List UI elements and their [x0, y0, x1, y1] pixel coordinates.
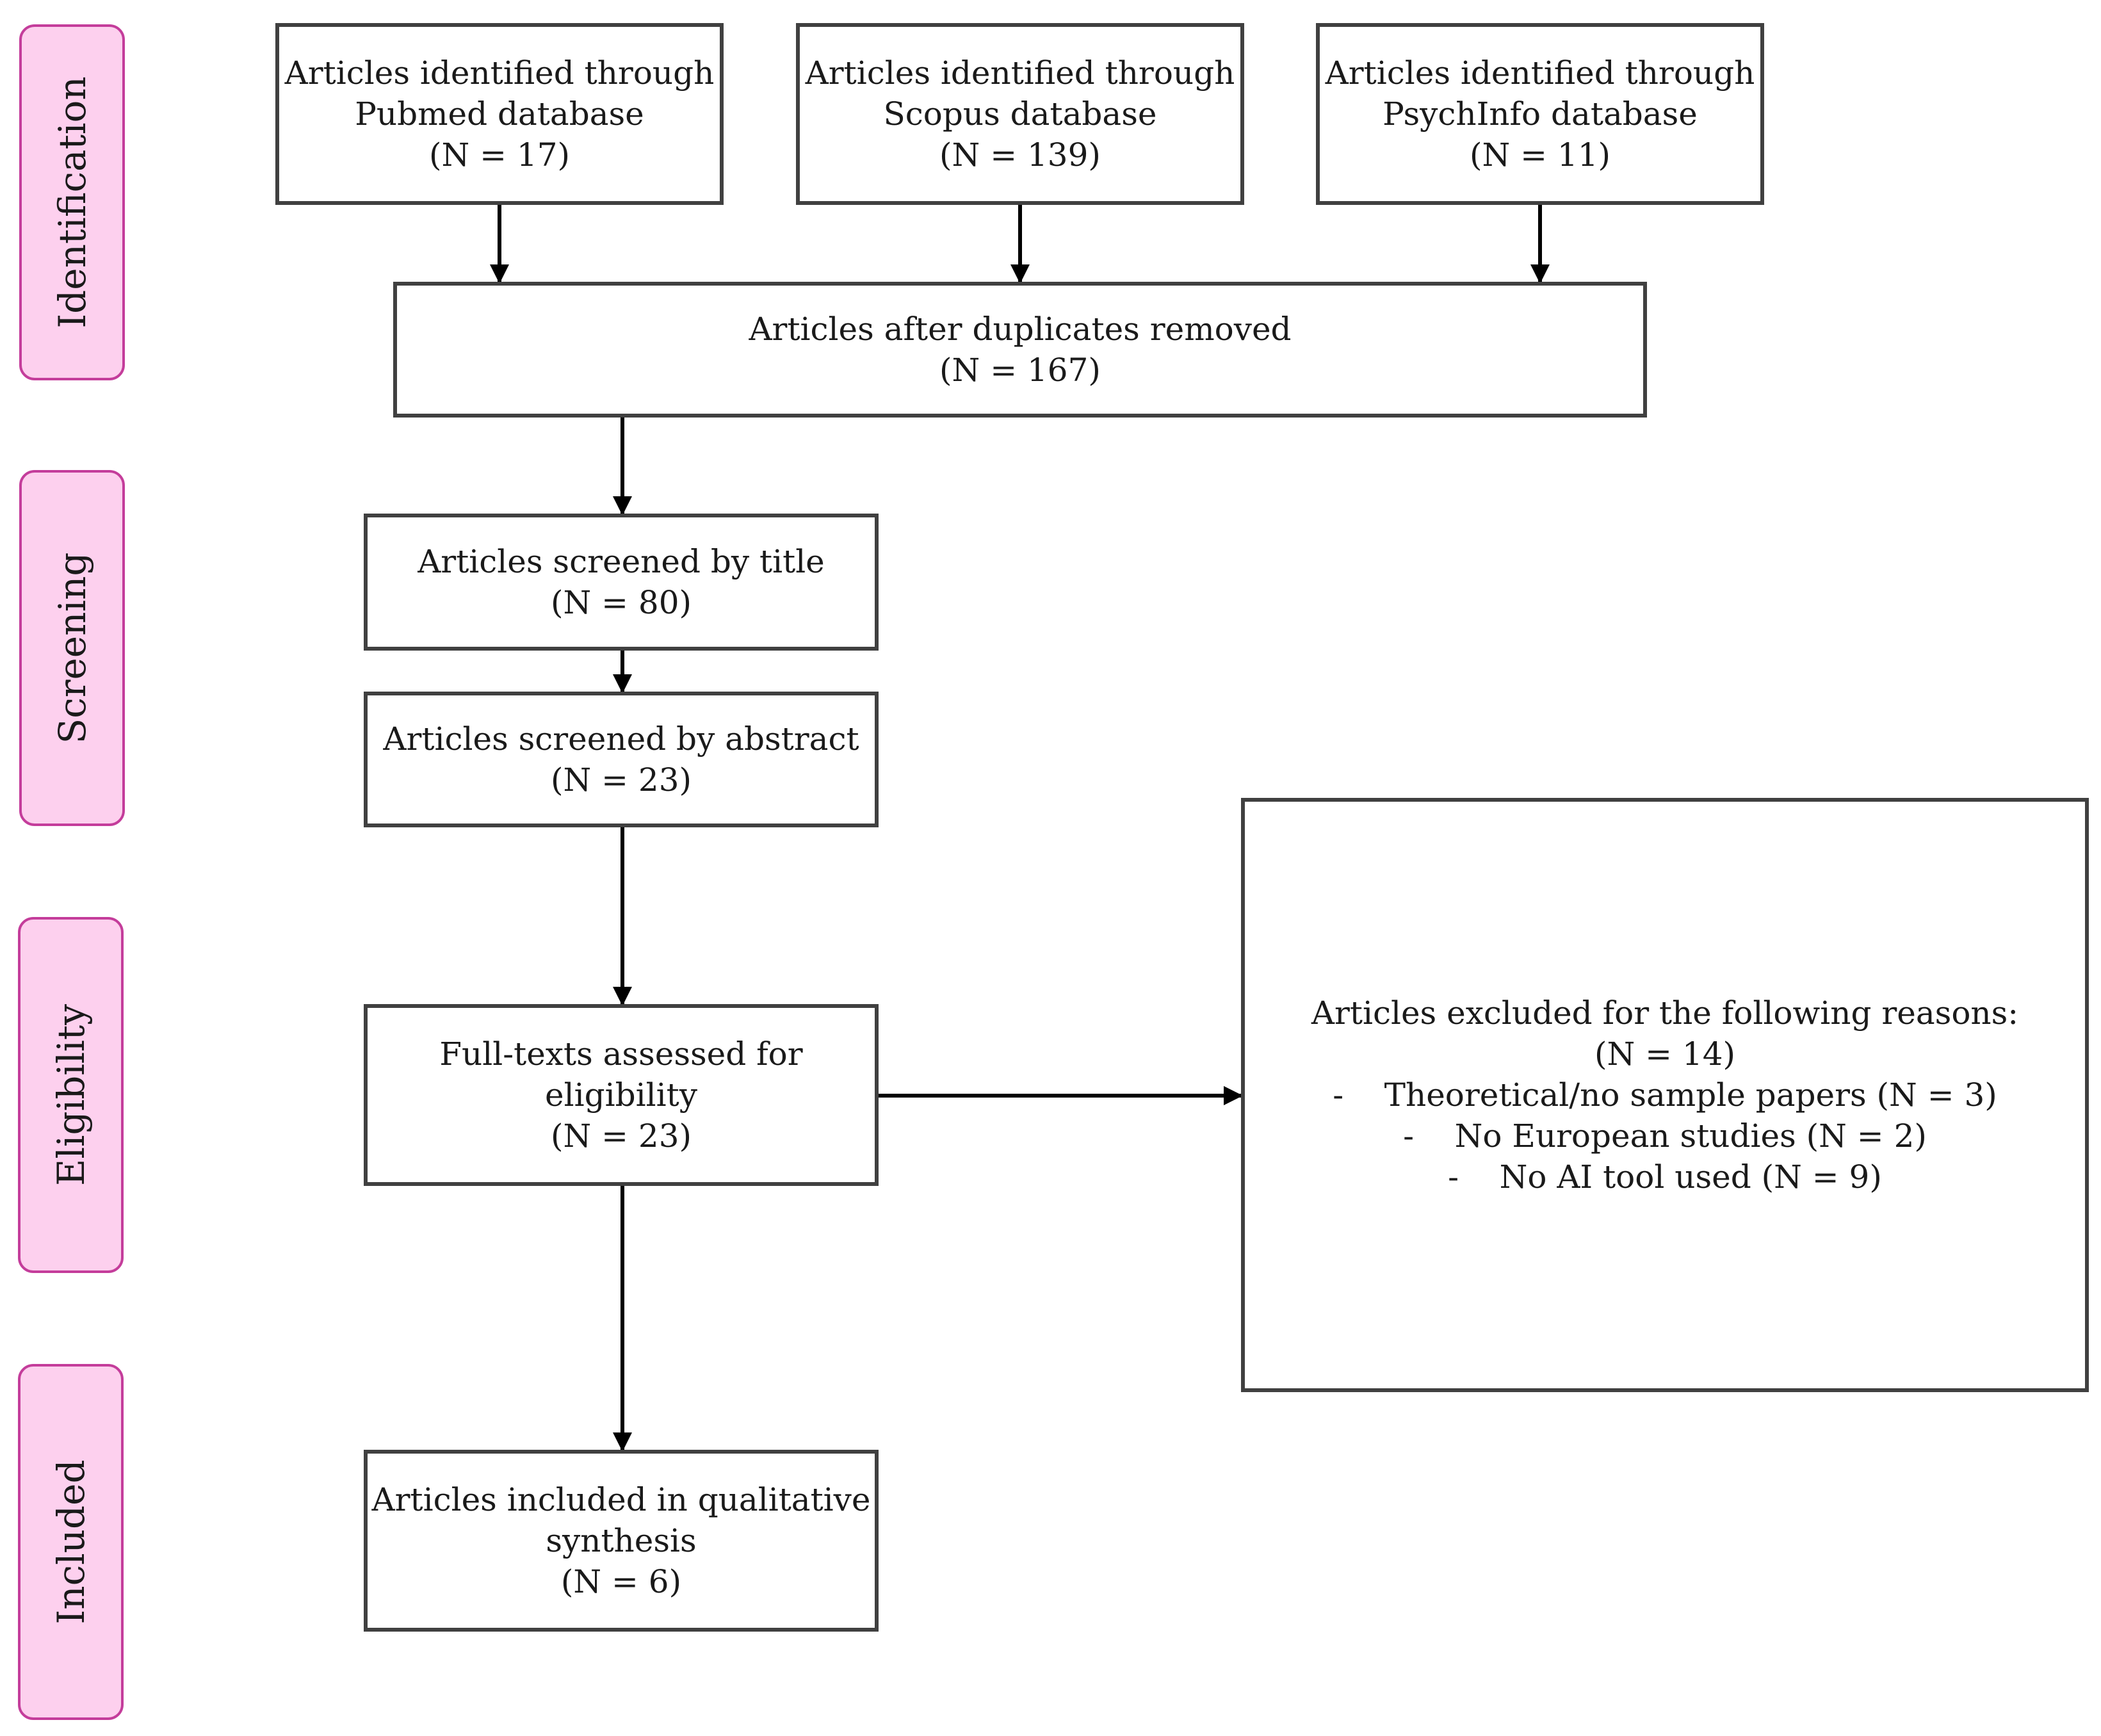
scopus-line-1: Articles identified through	[805, 54, 1235, 92]
duplicates-line-1: Articles after duplicates removed	[749, 311, 1292, 348]
pubmed-count: (N = 17)	[428, 136, 571, 174]
scopus-box: Articles identified through Scopus datab…	[796, 23, 1244, 205]
excluded-count: (N = 14)	[1594, 1035, 1736, 1073]
abstract-line-1: Articles screened by abstract	[383, 720, 859, 758]
excluded-reason-no-ai-tool: - No AI tool used (N = 9)	[1448, 1158, 1882, 1196]
title-line-1: Articles screened by title	[418, 543, 825, 580]
stage-eligibility: Eligibility	[18, 917, 124, 1273]
psychinfo-count: (N = 11)	[1469, 136, 1611, 174]
scopus-line-2: Scopus database	[883, 95, 1157, 133]
psychinfo-line-1: Articles identified through	[1325, 54, 1755, 92]
scopus-count: (N = 139)	[939, 136, 1101, 174]
fulltext-count: (N = 23)	[550, 1117, 692, 1155]
excluded-reason-theoretical: - Theoretical/no sample papers (N = 3)	[1333, 1076, 1997, 1114]
included-synthesis-box: Articles included in qualitative synthes…	[364, 1450, 879, 1632]
fulltext-line-2: eligibility	[545, 1076, 697, 1114]
excluded-articles-box: Articles excluded for the following reas…	[1241, 798, 2089, 1392]
pubmed-line-1: Articles identified through	[284, 54, 715, 92]
pubmed-box: Articles identified through Pubmed datab…	[275, 23, 724, 205]
included-count: (N = 6)	[560, 1563, 682, 1600]
abstract-count: (N = 23)	[550, 761, 692, 799]
excluded-reason-non-european: - No European studies (N = 2)	[1403, 1117, 1927, 1155]
pubmed-line-2: Pubmed database	[355, 95, 644, 133]
duplicates-count: (N = 167)	[939, 352, 1101, 389]
stage-identification: Identification	[19, 24, 125, 380]
excluded-heading: Articles excluded for the following reas…	[1311, 994, 2019, 1032]
screened-by-abstract-box: Articles screened by abstract (N = 23)	[364, 692, 879, 827]
fulltext-eligibility-box: Full-texts assessed for eligibility (N =…	[364, 1004, 879, 1186]
duplicates-removed-box: Articles after duplicates removed (N = 1…	[393, 282, 1647, 418]
fulltext-line-1: Full-texts assessed for	[439, 1035, 803, 1073]
psychinfo-line-2: PsychInfo database	[1383, 95, 1698, 133]
included-line-2: synthesis	[546, 1522, 697, 1559]
title-count: (N = 80)	[550, 584, 692, 621]
screened-by-title-box: Articles screened by title (N = 80)	[364, 514, 879, 651]
included-line-1: Articles included in qualitative	[371, 1481, 871, 1518]
psychinfo-box: Articles identified through PsychInfo da…	[1316, 23, 1764, 205]
stage-included: Included	[18, 1364, 124, 1720]
stage-screening: Screening	[19, 470, 125, 826]
